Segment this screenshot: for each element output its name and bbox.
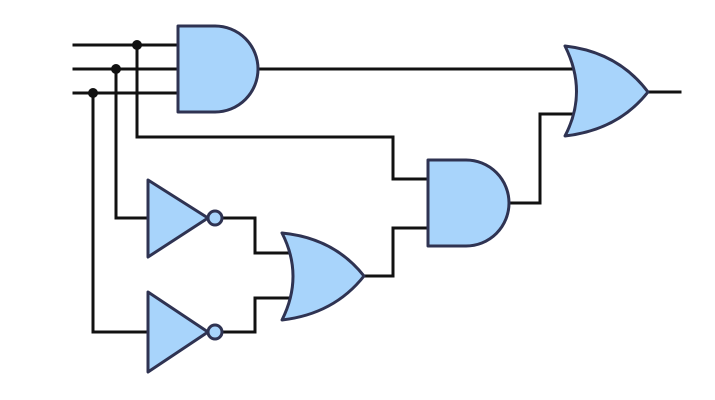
not-gate-2 bbox=[146, 290, 224, 374]
wire-c-to-not-2 bbox=[91, 91, 150, 334]
and-gate-2 bbox=[426, 158, 511, 248]
not-gate-1 bbox=[146, 178, 224, 259]
junction-dot-a bbox=[132, 40, 142, 50]
not-gate-2-bubble bbox=[206, 323, 224, 341]
or-gate-2 bbox=[563, 44, 650, 138]
not-gate-1-bubble bbox=[206, 209, 224, 227]
wire-not-1-to-or-1 bbox=[220, 216, 296, 255]
junction-dot-c bbox=[88, 88, 98, 98]
junctions bbox=[88, 40, 142, 98]
wire-a-to-and-2 bbox=[135, 43, 430, 181]
or-gate-1 bbox=[280, 231, 366, 322]
and-gate-1 bbox=[176, 24, 260, 114]
wire-not-2-to-or-1 bbox=[220, 296, 296, 334]
gates bbox=[146, 24, 650, 374]
not-gate-1-triangle bbox=[146, 178, 210, 259]
not-gate-2-triangle bbox=[146, 290, 210, 374]
wire-and-2-to-or-2 bbox=[506, 112, 580, 205]
junction-dot-b bbox=[111, 64, 121, 74]
wire-or-1-to-and-2 bbox=[362, 226, 430, 278]
wire-b-to-not-1 bbox=[114, 67, 150, 220]
